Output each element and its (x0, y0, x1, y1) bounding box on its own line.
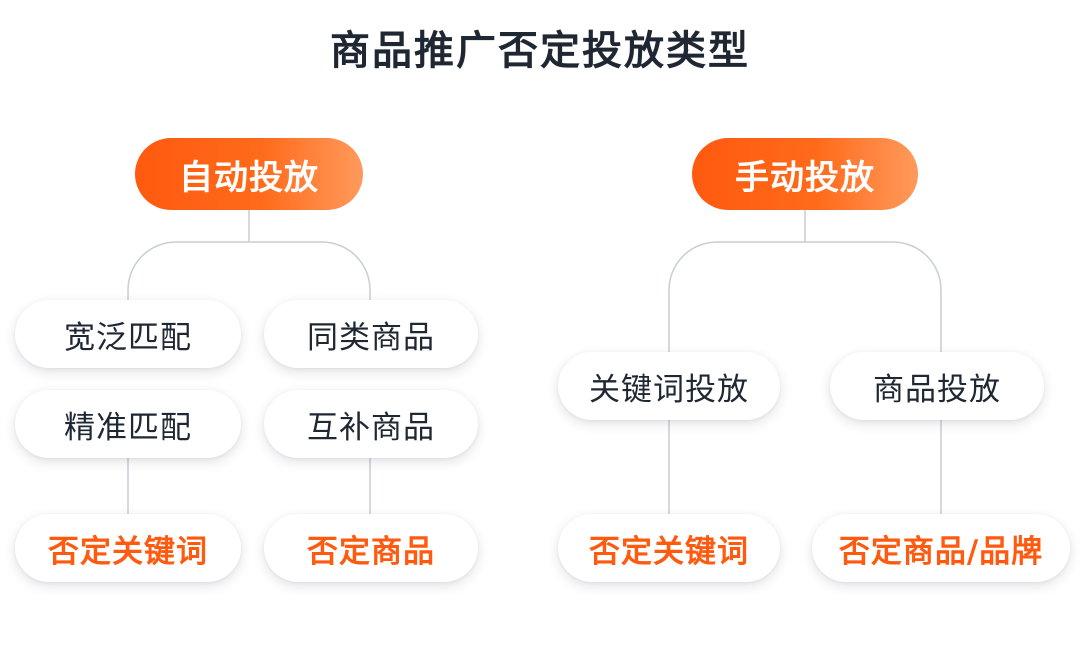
auto-target-complements: 互补商品 (264, 390, 478, 458)
manual-target-keyword: 关键词投放 (558, 352, 780, 420)
auto-target-substitutes: 同类商品 (264, 300, 478, 368)
manual-target-product: 商品投放 (830, 352, 1044, 420)
page-title: 商品推广否定投放类型 (330, 28, 750, 74)
auto-target-close-match: 精准匹配 (15, 390, 241, 458)
connector-manual-branches (668, 241, 942, 352)
connector-auto-branches (127, 241, 371, 300)
manual-negative-products-brands: 否定商品/品牌 (812, 514, 1070, 582)
manual-negative-keywords: 否定关键词 (558, 514, 780, 582)
auto-targeting-header: 自动投放 (135, 138, 363, 210)
auto-target-broad-match: 宽泛匹配 (15, 300, 241, 368)
auto-negative-keywords: 否定关键词 (15, 514, 241, 582)
manual-targeting-header: 手动投放 (692, 138, 918, 210)
auto-negative-products: 否定商品 (264, 514, 478, 582)
